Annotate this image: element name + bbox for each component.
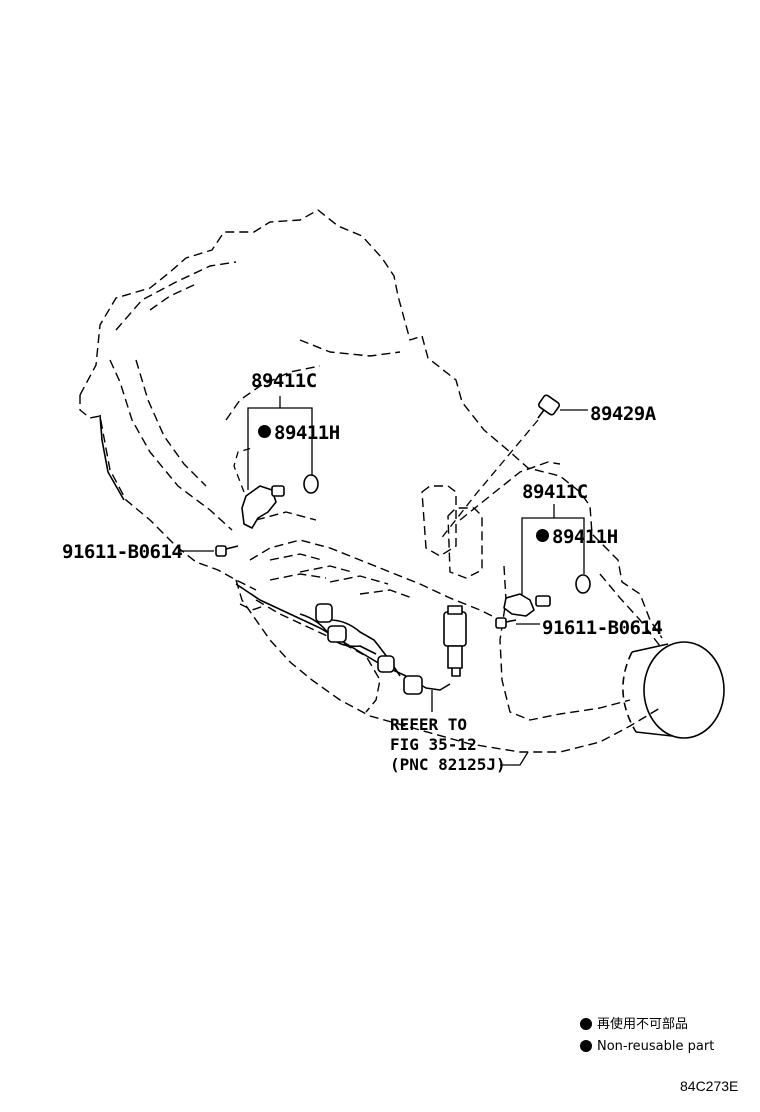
pressure-switch bbox=[537, 394, 561, 416]
label-89411c-left: 89411C bbox=[251, 370, 317, 392]
bell-housing-outline bbox=[79, 209, 663, 639]
bell-inner-ring-2 bbox=[135, 283, 207, 487]
non-reusable-marker-icon bbox=[536, 529, 549, 542]
label-89411h-right: 89411H bbox=[536, 528, 618, 547]
case-middle bbox=[249, 539, 501, 621]
extension-upper bbox=[459, 461, 561, 521]
diagram-code: 84C273E bbox=[680, 1078, 739, 1094]
right-speed-sensor bbox=[503, 593, 535, 617]
upper-housing bbox=[225, 339, 401, 421]
bracket-right-89411c bbox=[521, 517, 585, 596]
left-speed-sensor bbox=[241, 485, 277, 529]
mid-cylinder-2 bbox=[447, 507, 483, 579]
connector-3 bbox=[377, 655, 395, 673]
connector-2 bbox=[327, 625, 347, 643]
output-flange-side bbox=[631, 643, 673, 737]
output-flange bbox=[643, 641, 725, 739]
mounting-lugs bbox=[239, 573, 327, 611]
refer-to-note: REFER TO FIG 35-12 (PNC 82125J) bbox=[390, 715, 506, 775]
extension-end bbox=[599, 573, 661, 647]
mid-cylinder bbox=[421, 485, 457, 557]
extension-housing bbox=[499, 565, 631, 721]
label-91611-left: 91611-B0614 bbox=[62, 541, 183, 563]
lower-pan bbox=[255, 599, 381, 713]
filled-circle-icon bbox=[580, 1039, 592, 1052]
legend-jp: 再使用不可部品 bbox=[580, 1017, 688, 1031]
bell-inner-ring bbox=[109, 261, 237, 531]
bracket-left-89411c bbox=[247, 407, 313, 490]
label-91611-right: 91611-B0614 bbox=[542, 617, 663, 639]
right-o-ring bbox=[575, 574, 591, 594]
main-connector bbox=[443, 611, 467, 647]
harness-main bbox=[235, 583, 451, 691]
label-89429a: 89429A bbox=[590, 403, 656, 425]
leader-89429a-dashed bbox=[439, 419, 539, 541]
bell-front-face bbox=[99, 414, 125, 501]
case-lower bbox=[235, 579, 661, 753]
refer-line-3: (PNC 82125J) bbox=[390, 755, 506, 774]
connector-4 bbox=[403, 675, 423, 695]
left-bolt bbox=[215, 545, 227, 557]
label-89411c-right: 89411C bbox=[522, 481, 588, 503]
left-o-ring bbox=[303, 474, 319, 494]
bell-housing-left bbox=[79, 395, 257, 591]
filled-circle-icon bbox=[580, 1017, 592, 1030]
refer-line-2: FIG 35-12 bbox=[390, 735, 477, 754]
connector-1 bbox=[315, 603, 333, 623]
right-bolt bbox=[495, 617, 507, 629]
non-reusable-marker-icon bbox=[258, 425, 271, 438]
valve-body-ridges bbox=[255, 511, 413, 599]
label-89411h-left: 89411H bbox=[258, 424, 340, 443]
legend-en: Non-reusable part bbox=[580, 1039, 714, 1053]
refer-line-1: REFER TO bbox=[390, 715, 468, 734]
